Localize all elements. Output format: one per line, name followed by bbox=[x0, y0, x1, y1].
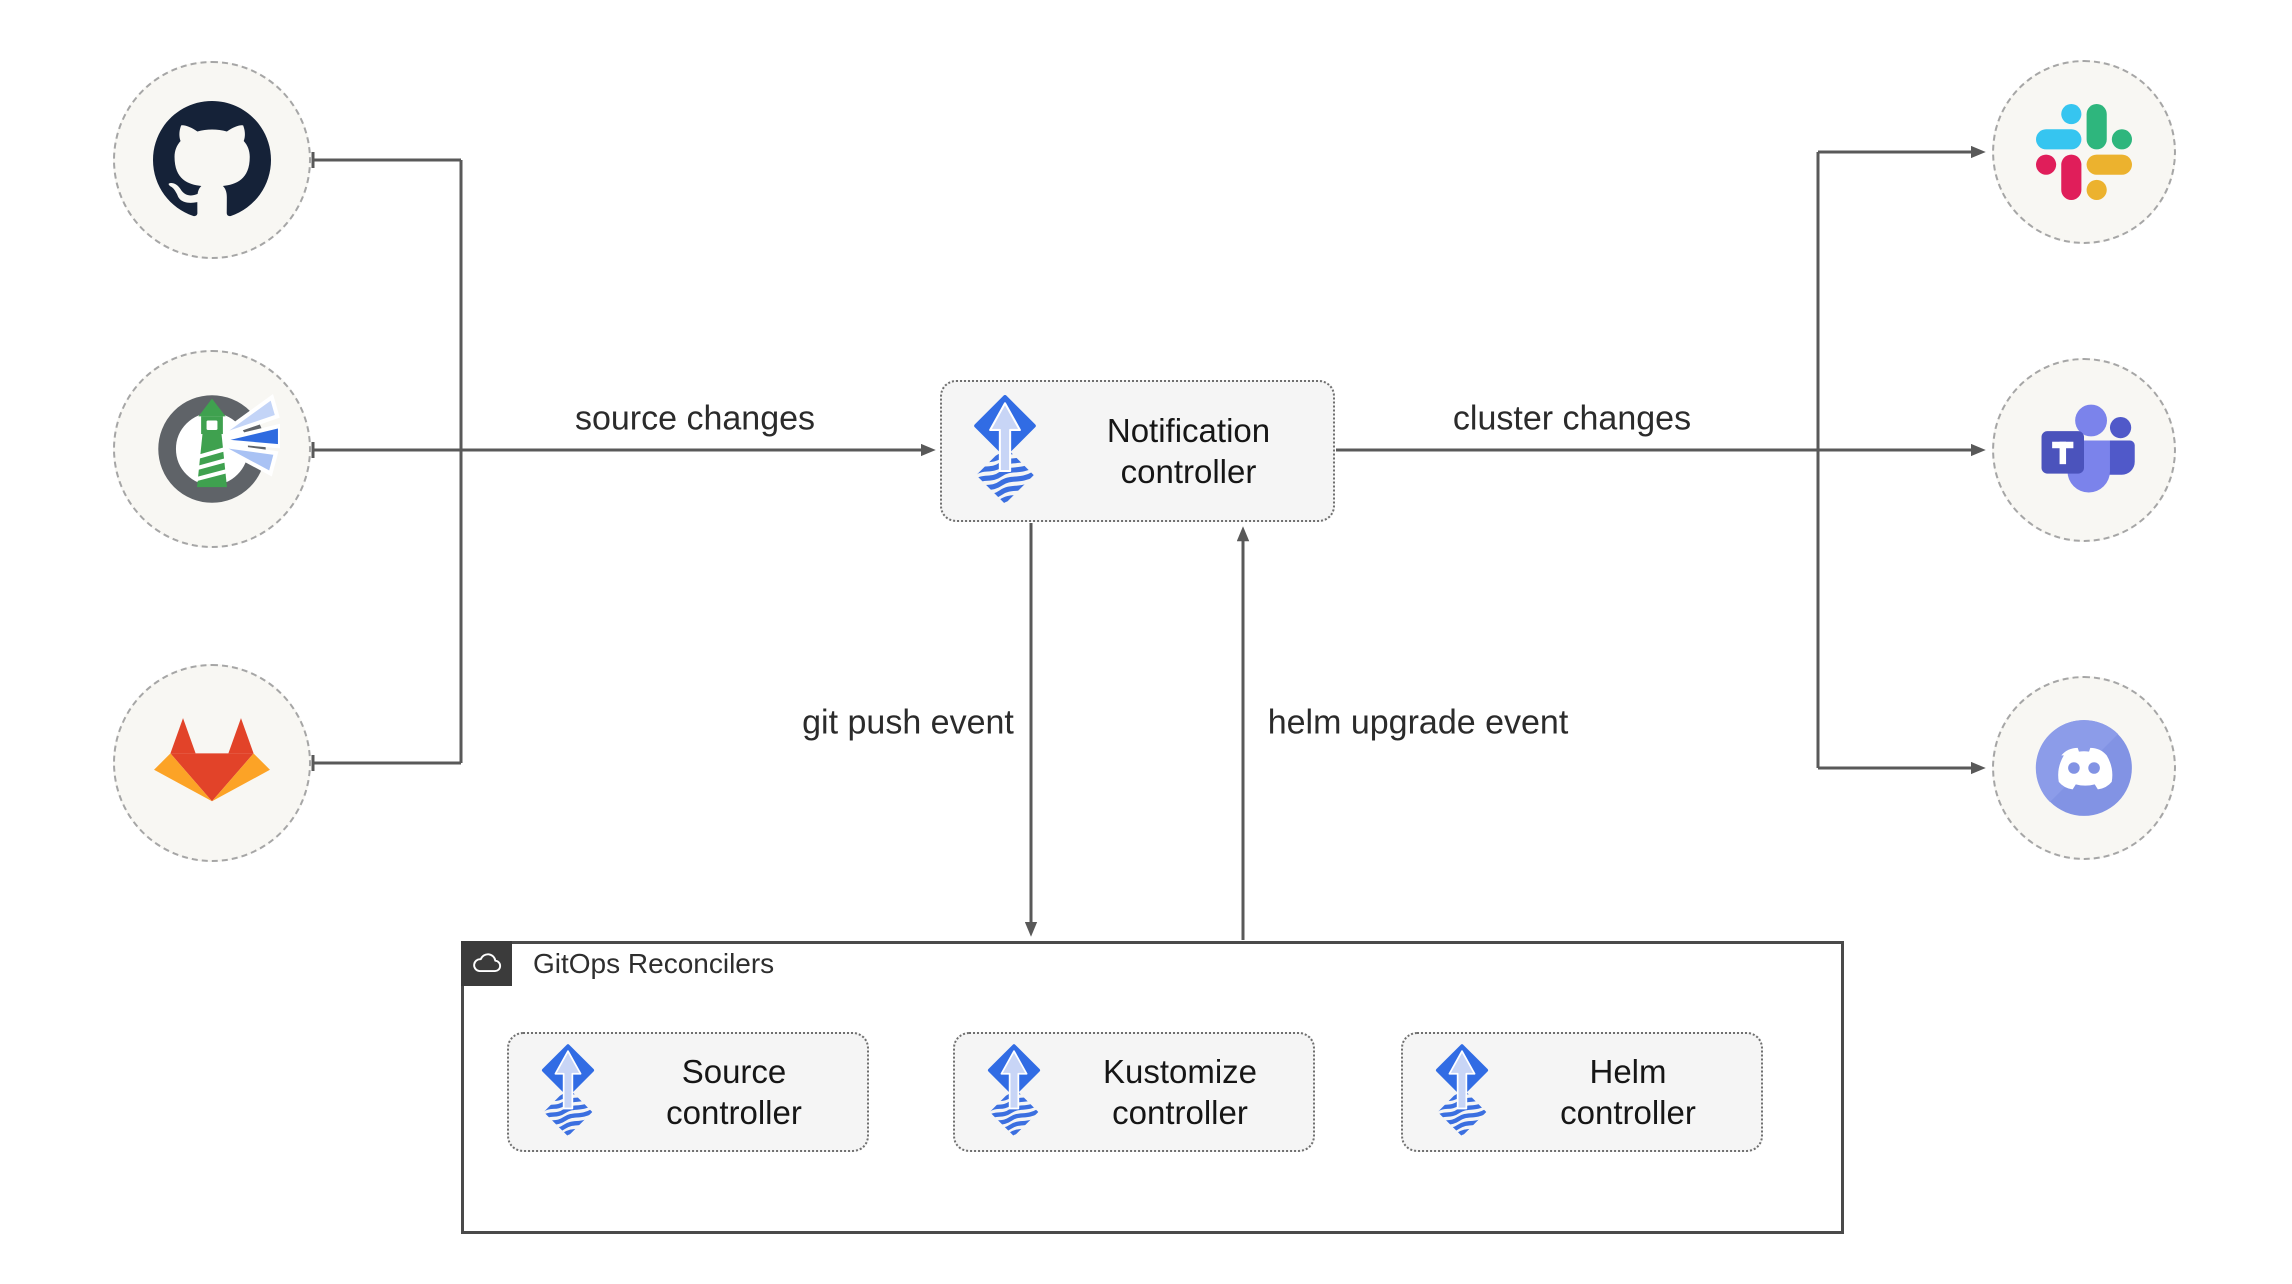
flux-icon bbox=[966, 395, 1044, 508]
provider-node-slack bbox=[1992, 60, 2176, 244]
provider-node-teams bbox=[1992, 358, 2176, 542]
gitops-badge bbox=[461, 941, 512, 986]
notification-controller-box: Notification controller bbox=[940, 380, 1335, 522]
source-node-github bbox=[113, 61, 311, 259]
github-icon bbox=[153, 101, 271, 219]
source-controller-box: Source controller bbox=[507, 1032, 869, 1152]
label-helm-upgrade-event: helm upgrade event bbox=[1267, 703, 1569, 742]
flux-icon bbox=[535, 1044, 601, 1140]
gitlab-icon bbox=[149, 708, 275, 819]
harbor-icon bbox=[144, 381, 280, 517]
gitops-title: GitOps Reconcilers bbox=[533, 948, 775, 979]
helm-controller-label: Helm controller bbox=[1560, 1053, 1696, 1131]
teams-icon bbox=[2025, 391, 2143, 509]
cloud-icon bbox=[470, 952, 504, 976]
notification-controller-label: Notification controller bbox=[1106, 412, 1271, 490]
provider-node-discord bbox=[1992, 676, 2176, 860]
kustomize-controller-box: Kustomize controller bbox=[953, 1032, 1315, 1152]
discord-icon bbox=[2021, 705, 2147, 831]
helm-controller-box: Helm controller bbox=[1401, 1032, 1763, 1152]
source-controller-label: Source controller bbox=[666, 1053, 802, 1131]
flux-icon bbox=[981, 1044, 1047, 1140]
source-node-harbor bbox=[113, 350, 311, 548]
source-node-gitlab bbox=[113, 664, 311, 862]
label-git-push-event: git push event bbox=[802, 703, 1014, 742]
flux-icon bbox=[1429, 1044, 1495, 1140]
label-cluster-changes: cluster changes bbox=[1452, 399, 1692, 438]
label-source-changes: source changes bbox=[574, 399, 816, 438]
kustomize-controller-label: Kustomize controller bbox=[1102, 1053, 1258, 1131]
slack-icon bbox=[2036, 104, 2132, 200]
